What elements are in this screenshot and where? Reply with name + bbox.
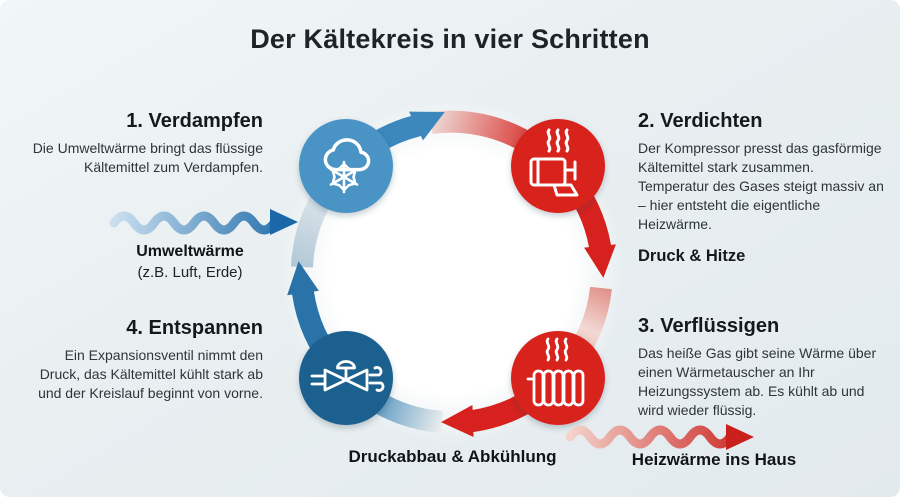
expansion-valve-icon [310, 360, 385, 392]
wavy-arrow-blue-icon [109, 209, 298, 235]
step-verdampfen-heading: 1. Verdampfen [126, 110, 263, 132]
umweltwaerme-label: Umweltwärme (z.B. Luft, Erde) [95, 241, 285, 283]
step-entspannen-heading: 4. Entspannen [126, 317, 263, 339]
umweltwaerme-title: Umweltwärme [136, 243, 244, 260]
step-verdampfen: 1. Verdampfen Die Umweltwärme bringt das… [30, 110, 263, 177]
step-verfluessigen: 3. Verflüssigen Das heiße Gas gibt seine… [638, 315, 886, 420]
arrowhead-top [408, 111, 445, 141]
cycle-arrowheads [287, 111, 616, 437]
cloud-snowflake-icon [323, 138, 371, 194]
step-verdichten-body: Der Kompressor presst das gasförmige Käl… [638, 140, 884, 233]
step-entspannen: 4. Entspannen Ein Expansionsventil nimmt… [30, 317, 263, 403]
step-verfluessigen-body: Das heiße Gas gibt seine Wärme über eine… [638, 345, 877, 419]
step-verdichten: 2. Verdichten Der Kompressor presst das … [638, 110, 884, 266]
radiator-icon [526, 337, 585, 407]
step-verdichten-heading: 2. Verdichten [638, 110, 763, 132]
badge-compress [511, 119, 605, 213]
wavy-arrow-red-icon [565, 424, 754, 450]
druckabbau-label: Druckabbau & Abkühlung [348, 447, 557, 466]
arrowhead-right [584, 244, 616, 278]
arrowhead-left [287, 261, 319, 296]
step-verfluessigen-heading: 3. Verflüssigen [638, 315, 780, 337]
umweltwaerme-sub: (z.B. Luft, Erde) [137, 263, 243, 281]
druck-hitze-label: Druck & Hitze [638, 247, 746, 266]
compressor-icon [529, 128, 579, 197]
arrowhead-bottom [441, 405, 474, 437]
heizwaerme-label: Heizwärme ins Haus [631, 450, 797, 469]
step-verdampfen-body: Die Umweltwärme bringt das flüssige Kält… [32, 140, 263, 176]
step-entspannen-body: Ein Expansionsventil nimmt den Druck, da… [38, 347, 263, 402]
page-title: Der Kältekreis in vier Schritten [250, 24, 650, 54]
